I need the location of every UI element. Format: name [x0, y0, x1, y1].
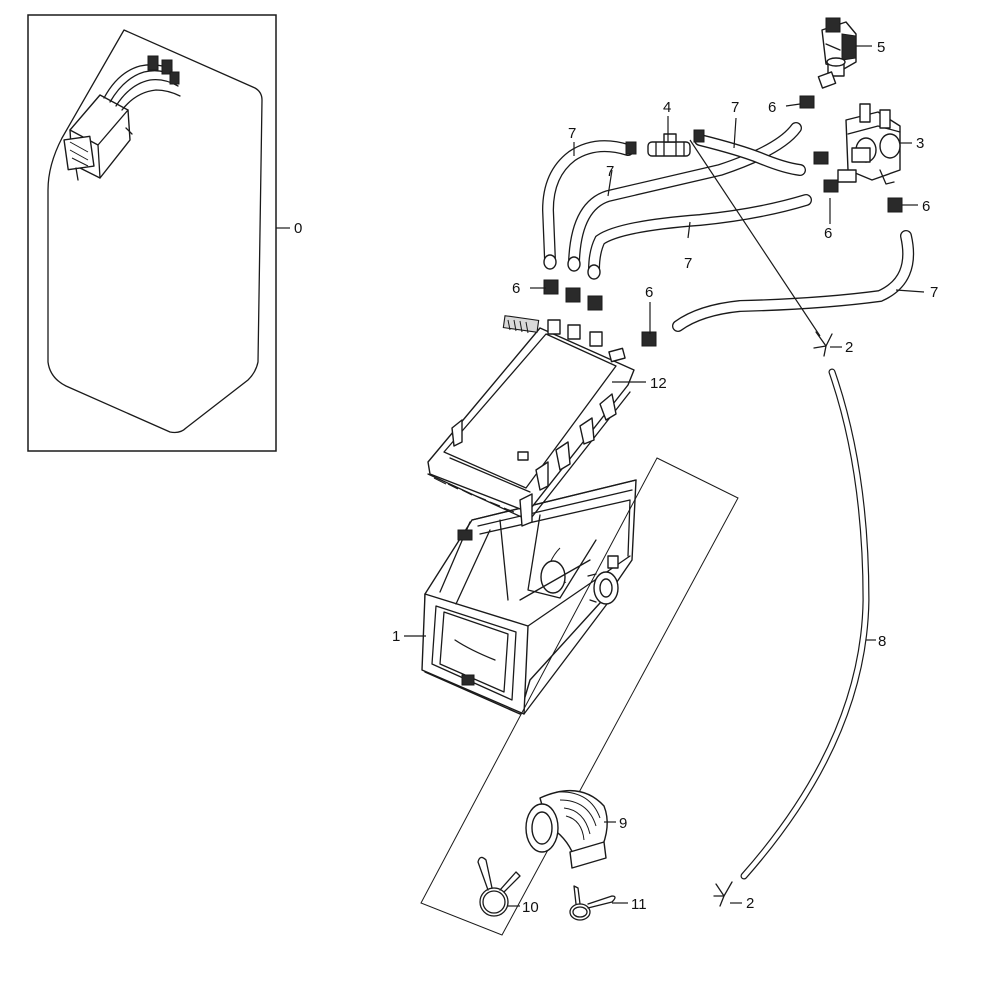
- spring-clamp-large-part: [477, 856, 521, 917]
- callout-6-center: 6: [645, 284, 653, 301]
- drawer-housing-part: [421, 479, 637, 715]
- inset-assembly-box: [27, 14, 277, 452]
- drawer-cover-part: [427, 315, 635, 527]
- spring-clamp-small-part: [569, 885, 616, 921]
- callout-7-right: 7: [930, 284, 938, 301]
- long-tube-part: [713, 331, 870, 907]
- callout-6-left: 6: [512, 280, 520, 297]
- callout-3: 3: [916, 135, 924, 152]
- hose-connector-part: [647, 133, 691, 157]
- callout-6-right: 6: [922, 198, 930, 215]
- callout-2-lower: 2: [746, 895, 754, 912]
- callout-6-mid: 6: [824, 225, 832, 242]
- callout-12: 12: [650, 375, 667, 392]
- callout-9: 9: [619, 815, 627, 832]
- callout-1: 1: [392, 628, 400, 645]
- callout-labels: 0 1 2 2 3 4 5 6 6 6 6 6 6 7 7 7 7 7 8 9 …: [294, 39, 938, 916]
- callout-6-top: 6: [768, 99, 776, 116]
- callout-7-left: 7: [568, 125, 576, 142]
- callout-2-upper: 2: [845, 339, 853, 356]
- leader-lines: [276, 45, 925, 907]
- inlet-hoses-part: [541, 122, 915, 332]
- callout-8: 8: [878, 633, 886, 650]
- sub-assembly-frame: [420, 457, 739, 936]
- callout-11: 11: [631, 896, 647, 913]
- callout-4: 4: [663, 99, 671, 116]
- bellows-elbow-part: [525, 789, 608, 869]
- inset-drawer-unit: [63, 55, 181, 181]
- callout-10: 10: [522, 899, 539, 916]
- callout-7-inner: 7: [606, 163, 614, 180]
- water-valve-single-part: [817, 17, 857, 89]
- water-valve-double-part: [837, 103, 901, 185]
- callout-7-bottom: 7: [684, 255, 692, 272]
- callout-7-top: 7: [731, 99, 739, 116]
- callout-5: 5: [877, 39, 885, 56]
- callout-0: 0: [294, 220, 302, 237]
